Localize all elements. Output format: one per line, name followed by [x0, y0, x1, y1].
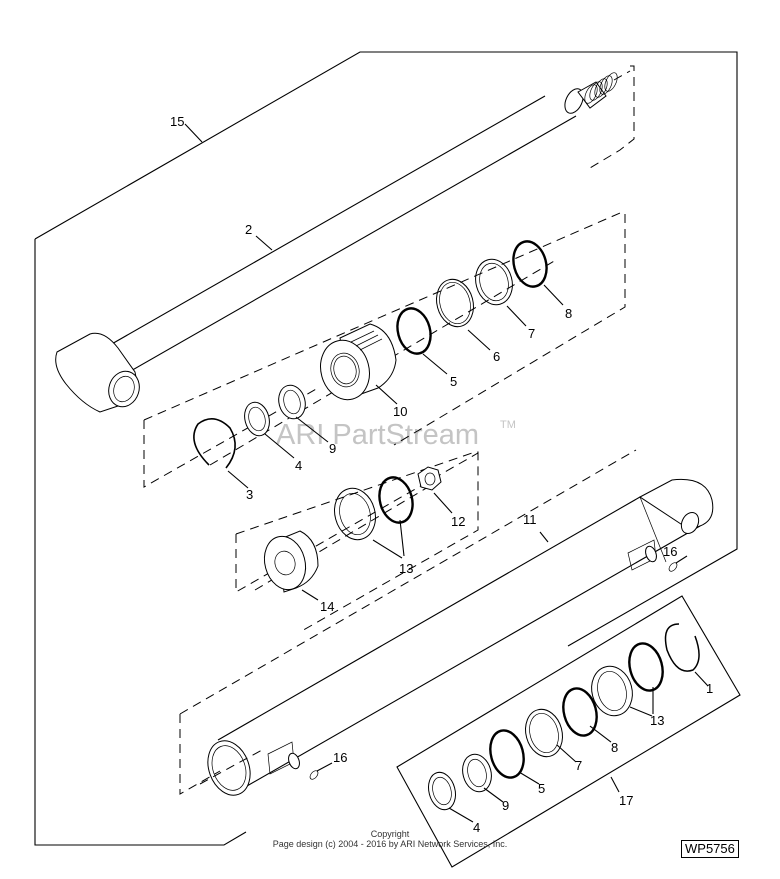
callout-10: 10	[393, 404, 407, 419]
part-7-ring	[475, 258, 513, 306]
callout-5: 5	[450, 374, 457, 389]
seal-kit-parts	[428, 623, 700, 811]
part-13-oring	[378, 476, 414, 524]
callout-13-middle: 13	[399, 561, 413, 576]
callout-6: 6	[493, 349, 500, 364]
callout-8-kit: 8	[611, 740, 618, 755]
part-3-snap-ring	[193, 418, 236, 469]
callout-3: 3	[246, 487, 253, 502]
part-6-backup-ring	[436, 278, 474, 328]
thread-icon	[584, 72, 618, 104]
part-13-seal	[334, 487, 376, 541]
upper-group-boundary-top	[143, 212, 626, 446]
seal-kit-boundary-17	[396, 595, 741, 868]
leader-lines	[184, 123, 709, 823]
piston-rod	[55, 70, 631, 413]
outer-assembly-boundary	[34, 51, 738, 846]
callout-2: 2	[245, 222, 252, 237]
callout-8: 8	[565, 306, 572, 321]
callout-1: 1	[706, 681, 713, 696]
callout-17: 17	[619, 793, 633, 808]
watermark: ARI PartStream TM	[276, 419, 516, 451]
callout-9: 9	[329, 441, 336, 456]
callout-4: 4	[295, 458, 302, 473]
part-14-piston	[263, 530, 319, 593]
callout-4-kit: 4	[473, 820, 480, 835]
part-12-nut	[417, 466, 442, 491]
rod-dashed-boundary	[589, 65, 635, 169]
callout-9-kit: 9	[502, 798, 509, 813]
callout-7: 7	[528, 326, 535, 341]
barrel-group-boundary	[179, 714, 221, 795]
part-4-seal	[244, 401, 270, 437]
part-8-oring	[512, 240, 548, 288]
callout-13-kit: 13	[650, 713, 664, 728]
callout-15: 15	[170, 114, 184, 129]
callout-5-kit: 5	[538, 781, 545, 796]
callout-16-bottom: 16	[333, 750, 347, 765]
svg-text:ARI PartStream: ARI PartStream	[276, 419, 479, 451]
copyright-label: Copyright	[370, 829, 410, 839]
svg-text:TM: TM	[500, 419, 516, 431]
diagram-code-badge: WP5756	[681, 840, 739, 858]
callout-14: 14	[320, 599, 334, 614]
callout-7-kit: 7	[575, 758, 582, 773]
callout-11: 11	[523, 512, 537, 527]
part-5-oring	[396, 307, 432, 355]
part-9-wiper	[278, 384, 306, 420]
copyright-notice: Page design (c) 2004 - 2016 by ARI Netwo…	[272, 839, 508, 849]
part-10-gland	[320, 323, 397, 401]
callout-12: 12	[451, 514, 465, 529]
callout-16-top: 16	[663, 544, 677, 559]
callout-labels: 15 2 8 7 6 5 10 9 4 3 12 13 14 11 16 16 …	[170, 114, 713, 835]
